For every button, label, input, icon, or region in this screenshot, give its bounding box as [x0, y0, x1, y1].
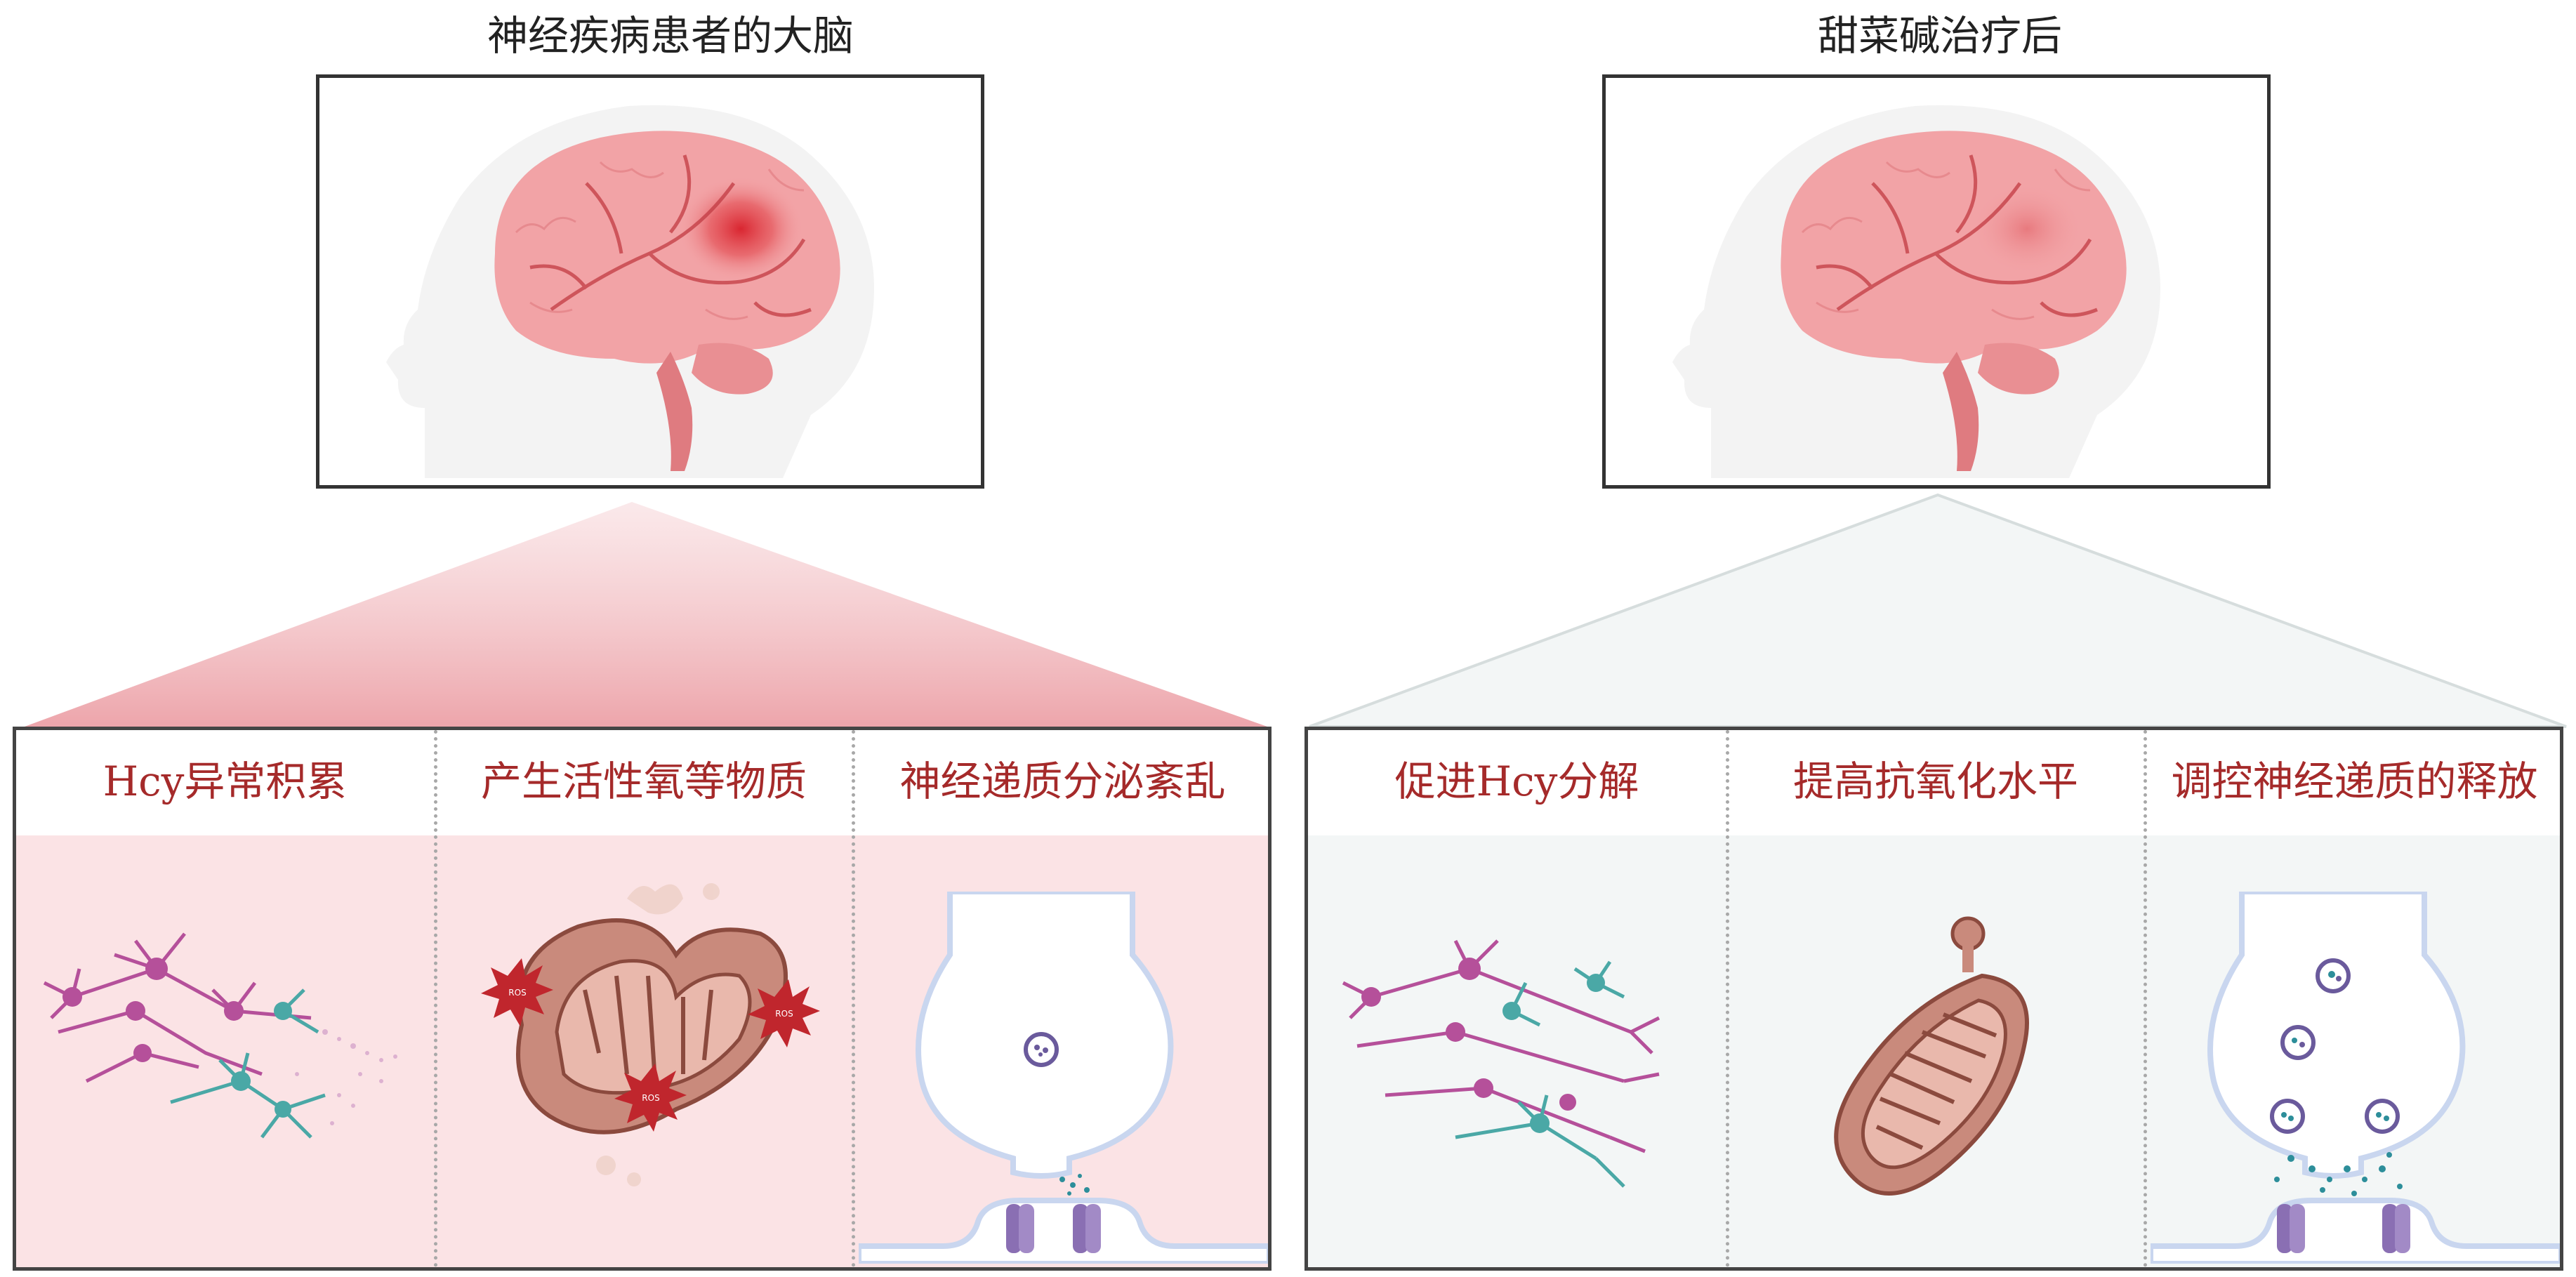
treated-brain-frame [1602, 74, 2271, 489]
receptor-icon [2277, 1204, 2305, 1253]
vesicle-icon [2270, 1099, 2305, 1134]
label-neurotransmitter-release: 调控神经递质的释放 [2171, 757, 2538, 805]
right-title: 甜菜碱治疗后 [1817, 12, 2062, 60]
label-antioxidant: 提高抗氧化水平 [1792, 757, 2078, 805]
patient-brain-frame [316, 74, 984, 489]
ros-label: ROS [508, 988, 526, 998]
neuron-network-icon [43, 932, 397, 1139]
vesicle-icon [2280, 1025, 2316, 1060]
mitochondria-icon: ROS ROS ROS [481, 883, 820, 1186]
neuron-network-icon [1342, 939, 1660, 1188]
vesicle-icon [1024, 1032, 1059, 1067]
vesicle-icon [2365, 1099, 2400, 1134]
ros-burst-icon: ROS [748, 979, 820, 1047]
treatment-panel: 促进Hcy分解 提高抗氧化水平 调控神经递质的释放 [1304, 727, 2563, 1271]
ros-label: ROS [775, 1009, 793, 1019]
label-hcy-accumulation: Hcy异常积累 [103, 757, 348, 805]
ros-label: ROS [642, 1093, 659, 1103]
pathology-label-band [16, 730, 1268, 835]
label-neurotransmitter-disorder: 神经递质分泌紊乱 [899, 757, 1226, 805]
divider [852, 730, 855, 1267]
pathology-panel: Hcy异常积累 产生活性氧等物质 神经递质分泌紊乱 [13, 727, 1272, 1271]
divider [434, 730, 437, 1267]
mitochondria-icon [1834, 916, 2029, 1196]
divider [1726, 730, 1729, 1267]
brain-illustration [386, 105, 874, 478]
label-ros-production: 产生活性氧等物质 [480, 757, 807, 805]
receptor-icon [2382, 1204, 2410, 1253]
receptor-icon [1006, 1204, 1034, 1253]
ros-burst-icon: ROS [614, 1064, 687, 1132]
receptor-icon [1073, 1204, 1101, 1253]
zoom-connector-right [1309, 493, 2567, 728]
left-title: 神经疾病患者的大脑 [487, 12, 854, 60]
brain-illustration [1672, 105, 2160, 478]
zoom-connector-left [25, 502, 1267, 727]
synapse-icon [859, 892, 1268, 1264]
divider [2144, 730, 2147, 1267]
ros-burst-icon: ROS [481, 958, 553, 1026]
treatment-label-band [1308, 730, 2560, 835]
synapse-icon [2151, 892, 2560, 1264]
label-hcy-breakdown: 促进Hcy分解 [1394, 757, 1639, 805]
